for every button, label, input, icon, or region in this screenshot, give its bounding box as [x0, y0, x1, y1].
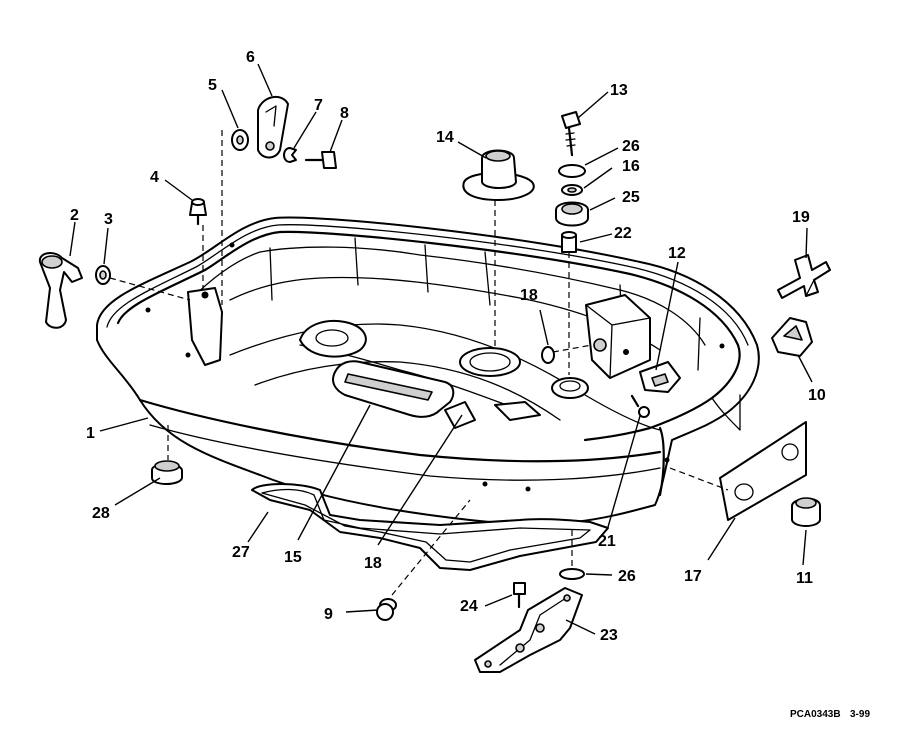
alignment-lines: [109, 130, 729, 596]
part-24-screw: [513, 582, 526, 609]
label-24: 24: [460, 598, 478, 615]
label-25: 25: [622, 189, 640, 206]
label-1: 1: [86, 425, 95, 442]
part-3-washer: [95, 265, 111, 285]
label-26b: 26: [618, 568, 636, 585]
part-2-lever: [38, 252, 83, 329]
label-27: 27: [232, 544, 250, 561]
part-7-clip: [283, 147, 297, 163]
part-6-latch-hook: [257, 95, 289, 159]
part-22-sleeve: [561, 231, 577, 253]
label-18b: 18: [364, 555, 382, 572]
label-17: 17: [684, 568, 702, 585]
label-15: 15: [284, 549, 302, 566]
part-19-fitting: [777, 254, 831, 299]
label-3: 3: [104, 211, 113, 228]
part-18-washer: [541, 346, 555, 364]
part-25-grommet: [555, 201, 589, 227]
part-13-bolt: [561, 111, 581, 157]
label-12: 12: [668, 245, 686, 262]
leader-lines: [69, 63, 813, 635]
part-11-grommet: [791, 497, 821, 527]
label-8: 8: [340, 105, 349, 122]
label-2: 2: [70, 207, 79, 224]
part-26-lower-washer: [559, 568, 585, 580]
label-14: 14: [436, 129, 454, 146]
label-13: 13: [610, 82, 628, 99]
label-26a: 26: [622, 138, 640, 155]
part-number-labels: 1 2 3 4 5 6 7 8 9 10 11 12 13 14 15 16 1…: [70, 49, 826, 644]
figure-reference: PCA0343B 3-99: [790, 709, 870, 720]
part-21-screw: [630, 394, 650, 418]
part-5-washer: [231, 129, 249, 151]
label-28: 28: [92, 505, 110, 522]
label-10: 10: [808, 387, 826, 404]
label-11: 11: [796, 570, 813, 587]
part-10-clip: [771, 317, 813, 357]
label-19: 19: [792, 209, 810, 226]
label-6: 6: [246, 49, 255, 66]
part-16-washer: [561, 184, 583, 196]
part-26-upper-washer: [558, 164, 586, 178]
part-23-bracket: [474, 587, 583, 673]
lower-cowl-housing: [96, 216, 760, 526]
figure-date: 3-99: [850, 709, 870, 720]
label-9: 9: [324, 606, 333, 623]
label-21: 21: [598, 533, 616, 550]
part-14-mount: [462, 149, 535, 201]
bottom-seal: [251, 483, 609, 571]
label-18a: 18: [520, 287, 538, 304]
part-17-gasket: [719, 421, 807, 521]
label-7: 7: [314, 97, 323, 114]
label-16: 16: [622, 158, 640, 175]
label-5: 5: [208, 77, 217, 94]
label-23: 23: [600, 627, 618, 644]
figure-code: PCA0343B: [790, 709, 841, 720]
label-22: 22: [614, 225, 632, 242]
part-9-plug: [376, 598, 397, 621]
part-8-pin: [304, 151, 337, 169]
label-4: 4: [150, 169, 159, 186]
part-4-fitting: [189, 198, 207, 226]
